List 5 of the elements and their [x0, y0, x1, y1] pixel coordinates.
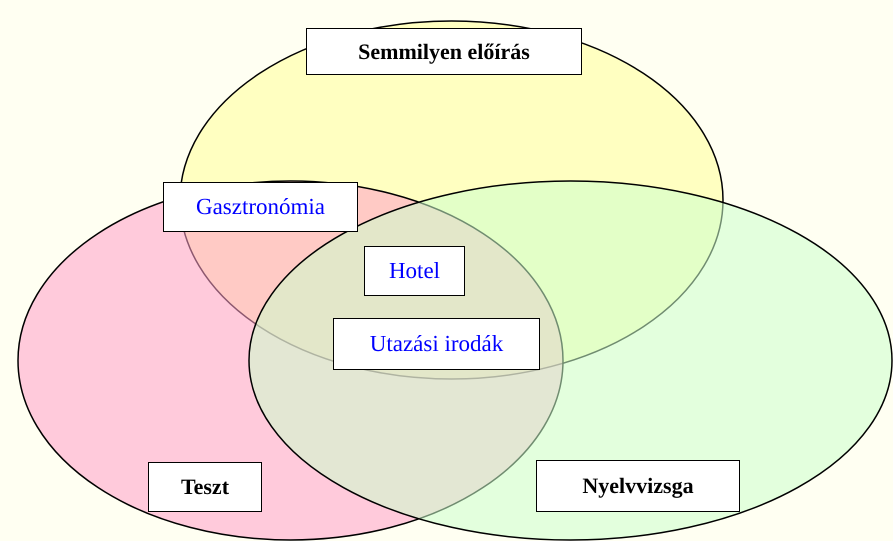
set-label: Semmilyen előírás [306, 28, 582, 75]
set-label: Nyelvvizsga [536, 460, 740, 512]
category-label: Hotel [364, 246, 465, 296]
category-label: Utazási irodák [333, 318, 540, 370]
set-label: Teszt [148, 462, 262, 512]
